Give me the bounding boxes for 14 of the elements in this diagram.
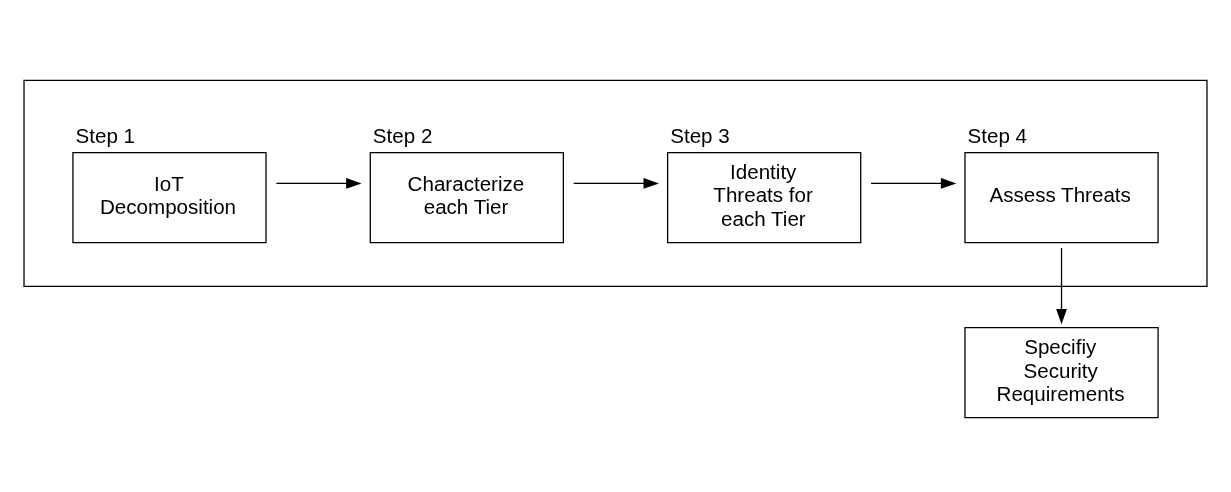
node-label: Step 3 [670,123,730,147]
node-label: Step 4 [967,123,1028,147]
node-box: Identity Threats for each Tier [667,151,862,243]
arrow [1056,246,1067,324]
node-label: Step 1 [75,123,136,147]
node-box: Assess Threats [964,151,1159,243]
arrow [870,177,957,189]
node-label: Step 2 [372,123,433,147]
node-box: Specifiy Security Requirements [964,326,1159,418]
node-box: Characterize each Tier [369,151,564,243]
arrow [275,177,362,189]
node-box: IoT Decomposition [72,151,267,243]
arrow [573,177,659,189]
cluster [23,79,1208,287]
